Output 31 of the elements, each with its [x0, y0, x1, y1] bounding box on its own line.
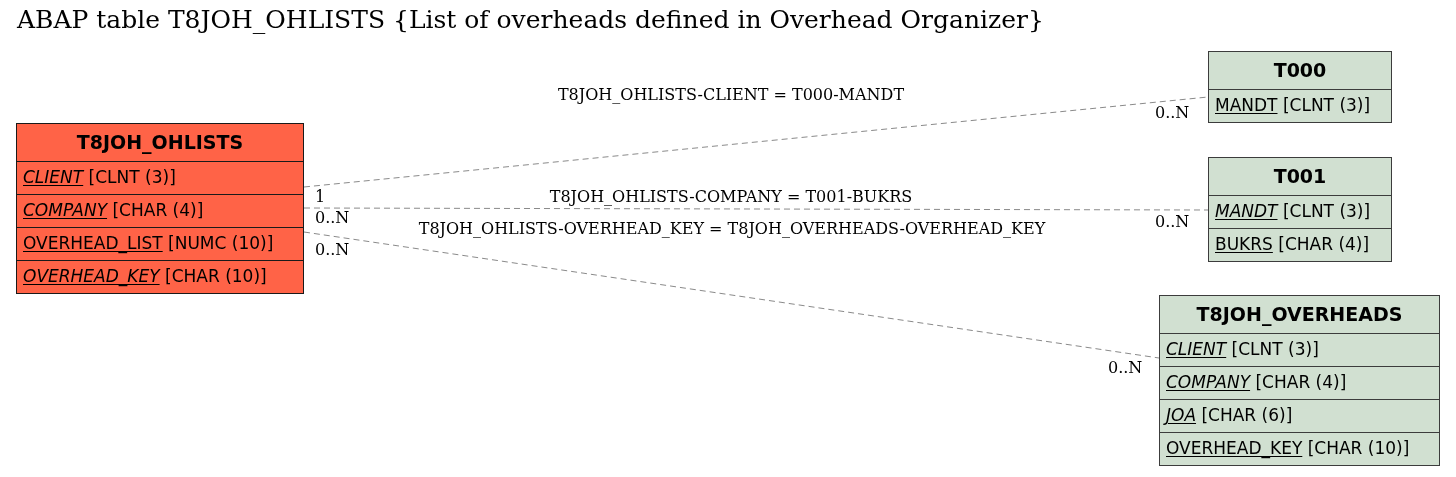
cardinality-label: 0..N — [315, 209, 350, 227]
entity-table — [1208, 157, 1392, 262]
field-row: OVERHEAD_LIST [NUMC (10)] — [17, 227, 303, 260]
field-row: OVERHEAD_KEY [CHAR (10)] — [17, 260, 303, 293]
relationship-line — [303, 207, 1209, 211]
table-name: T8JOH_OHLISTS — [75, 130, 245, 156]
relationship-line — [303, 231, 1160, 359]
table-name: T001 — [1272, 164, 1328, 189]
field-row: COMPANY [CHAR (4)] — [17, 194, 303, 227]
field-row: COMPANY [CHAR (4)] — [1160, 366, 1439, 399]
field-row: MANDT [CLNT (3)] — [1209, 89, 1391, 122]
field-row: CLIENT [CLNT (3)] — [1160, 333, 1439, 366]
field-row: JOA [CHAR (6)] — [1160, 399, 1439, 432]
cardinality-label: 0..N — [315, 241, 350, 259]
cardinality-label: 0..N — [1108, 359, 1143, 377]
field-row: MANDT [CLNT (3)] — [1209, 195, 1391, 228]
field-row: BUKRS [CHAR (4)] — [1209, 228, 1391, 261]
cardinality-label: 0..N — [1155, 104, 1190, 122]
cardinality-label: 1 — [315, 188, 326, 206]
relationship-label: T8JOH_OHLISTS-CLIENT = T000-MANDT — [555, 85, 907, 104]
relationship-label: T8JOH_OHLISTS-OVERHEAD_KEY = T8JOH_OVERHEADS-OVERHEAD_KEY — [416, 219, 1048, 238]
relationship-line — [303, 96, 1209, 188]
table-name: T8JOH_OVERHEADS — [1195, 302, 1404, 328]
entity-table — [16, 123, 304, 294]
cardinality-label: 0..N — [1155, 213, 1190, 231]
entity-table — [1208, 51, 1392, 123]
entity-table — [1159, 295, 1440, 466]
field-row: CLIENT [CLNT (3)] — [17, 161, 303, 194]
table-name: T000 — [1272, 58, 1328, 83]
diagram-title: ABAP table T8JOH_OHLISTS {List of overheads defined in Overhead Organizer} — [17, 6, 1044, 34]
field-row: OVERHEAD_KEY [CHAR (10)] — [1160, 432, 1439, 465]
